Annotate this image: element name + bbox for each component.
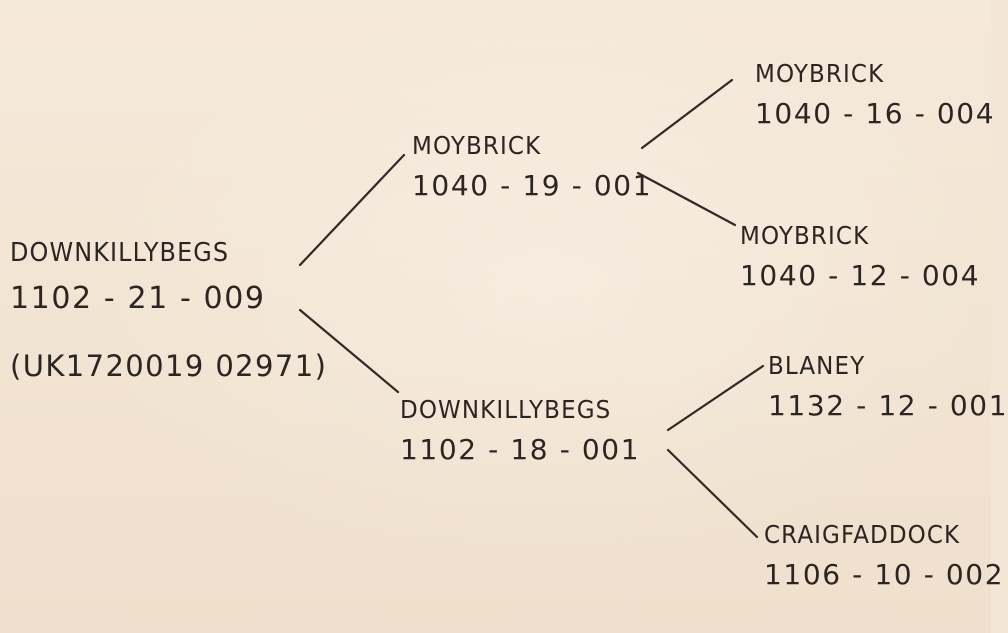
sire-node: MOYBRICK 1040 - 19 - 001	[412, 133, 652, 200]
root-registration: (UK1720019 02971)	[10, 349, 328, 383]
connector-dam-to-dam-sire	[666, 364, 765, 432]
sire-dam-name: MOYBRICK	[740, 221, 870, 250]
dam-dam-name: CRAIGFADDOCK	[764, 520, 961, 549]
dam-dam-code: 1106 - 10 - 002	[764, 558, 1005, 591]
connector-root-to-sire	[298, 153, 406, 267]
dam-sire-node: BLANEY 1132 - 12 - 001	[768, 353, 1008, 420]
sire-dam-node: MOYBRICK 1040 - 12 - 004	[740, 223, 980, 290]
sire-code: 1040 - 19 - 001	[412, 169, 653, 202]
sire-sire-name: MOYBRICK	[755, 59, 885, 88]
dam-code: 1102 - 18 - 001	[400, 433, 641, 466]
sire-name: MOYBRICK	[412, 131, 542, 160]
connector-sire-to-sire-dam	[636, 171, 737, 227]
connector-sire-to-sire-sire	[640, 78, 734, 150]
dam-sire-name: BLANEY	[768, 351, 866, 380]
root-node: DOWNKILLYBEGS 1102 - 21 - 009 (UK1720019…	[10, 240, 327, 381]
root-code: 1102 - 21 - 009	[10, 281, 266, 316]
dam-sire-code: 1132 - 12 - 001	[768, 389, 1008, 422]
connector-root-to-dam	[298, 308, 400, 394]
root-name: DOWNKILLYBEGS	[10, 238, 230, 268]
sire-sire-node: MOYBRICK 1040 - 16 - 004	[755, 61, 995, 128]
sire-dam-code: 1040 - 12 - 004	[740, 259, 981, 292]
dam-node: DOWNKILLYBEGS 1102 - 18 - 001	[400, 397, 640, 464]
connector-dam-to-dam-dam	[666, 448, 759, 539]
sire-sire-code: 1040 - 16 - 004	[755, 97, 996, 130]
dam-dam-node: CRAIGFADDOCK 1106 - 10 - 002	[764, 522, 1004, 589]
dam-name: DOWNKILLYBEGS	[400, 395, 612, 424]
